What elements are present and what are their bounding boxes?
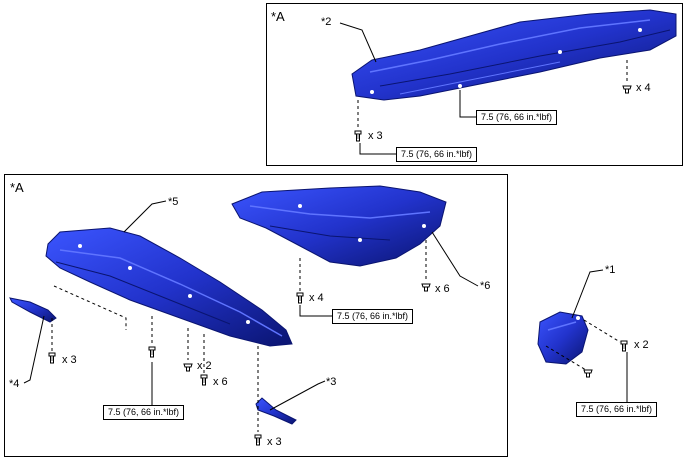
fastener-qty-6-bolts: x 4 <box>309 292 324 304</box>
fastener-qty-3-bolts: x 3 <box>267 436 282 448</box>
torque-spec-part-1: 7.5 (76, 66 in.*lbf) <box>576 402 658 417</box>
leader-lines <box>23 22 628 411</box>
fastener-qty-top-clips: x 4 <box>636 82 651 94</box>
view-label-top: *A <box>271 9 285 24</box>
part-ref-6: *6 <box>480 280 491 292</box>
part-ref-2: *2 <box>321 16 332 28</box>
fastener-qty-6-clips: x 6 <box>435 283 450 295</box>
part-5-shape <box>45 227 293 347</box>
view-label-bottom: *A <box>10 180 24 195</box>
fastener-qty-5-clips: x 2 <box>197 360 212 372</box>
torque-spec-top-2: 7.5 (76, 66 in.*lbf) <box>396 147 478 162</box>
torque-spec-top-1: 7.5 (76, 66 in.*lbf) <box>476 110 558 125</box>
part-4-shape <box>9 297 57 323</box>
part-2-shape <box>351 9 677 101</box>
part-3-shape <box>255 397 297 425</box>
fastener-qty-1-bolts: x 2 <box>634 339 649 351</box>
part-ref-1: *1 <box>605 264 616 276</box>
part-ref-3: *3 <box>326 376 337 388</box>
part-6-shape <box>231 185 447 267</box>
fastener-qty-top-bolts: x 3 <box>368 130 383 142</box>
torque-spec-bottom-5: 7.5 (76, 66 in.*lbf) <box>103 405 185 420</box>
part-ref-4: *4 <box>9 378 20 390</box>
torque-spec-bottom-6: 7.5 (76, 66 in.*lbf) <box>332 309 414 324</box>
part-1-shape <box>537 311 589 365</box>
dashed-alignment-lines <box>51 60 628 432</box>
fastener-qty-4-bolts: x 3 <box>62 354 77 366</box>
fastener-qty-5-bolts: x 6 <box>213 376 228 388</box>
part-ref-5: *5 <box>168 196 179 208</box>
